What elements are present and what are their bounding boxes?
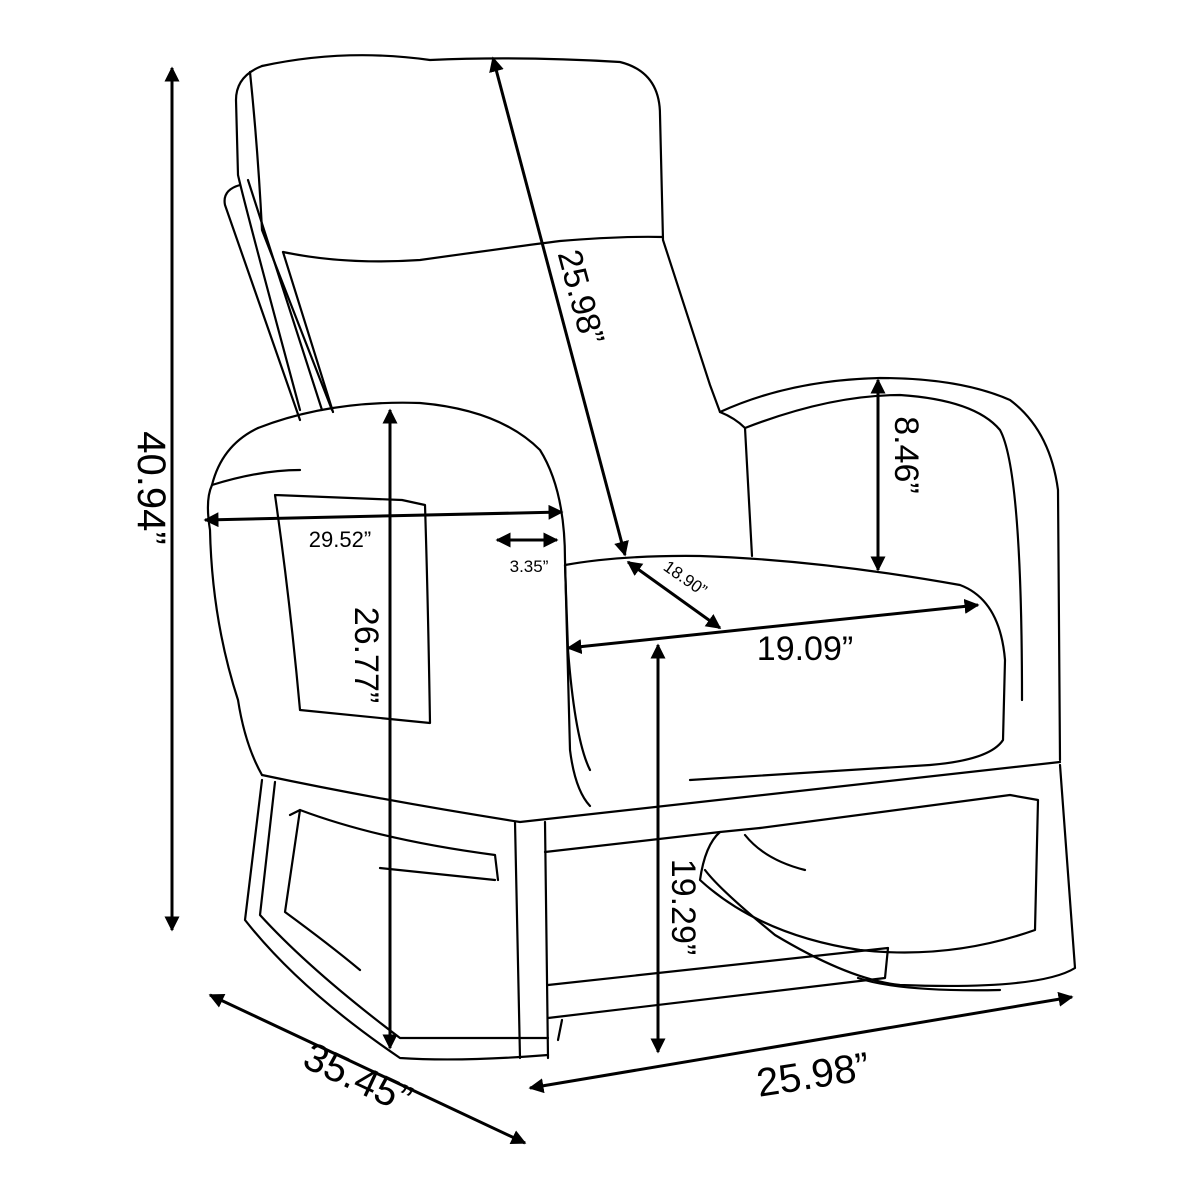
label-arm-floor-height: 26.77”: [347, 607, 385, 703]
label-seat-height: 19.29”: [664, 859, 702, 955]
dim-line-seat-width: [566, 598, 980, 655]
label-seat-depth: 18.90”: [660, 557, 711, 600]
label-backrest-height: 25.98”: [550, 246, 612, 349]
dim-line-backrest-height: [489, 56, 629, 557]
label-armrest-width: 3.35”: [510, 557, 549, 576]
dim-line-overall-depth: [208, 993, 527, 1145]
dimension-lines: [164, 56, 1074, 1145]
label-overall-width: 25.98”: [754, 1045, 873, 1106]
label-overall-height: 40.94”: [129, 431, 173, 544]
chair-outline: [206, 54, 1077, 1061]
label-seat-width: 19.09”: [757, 630, 853, 668]
dim-line-overall-width: [528, 991, 1074, 1094]
label-armrest-length: 29.52”: [309, 527, 371, 552]
label-overall-depth: 35.45”: [297, 1034, 418, 1122]
label-armrest-height: 8.46”: [887, 416, 925, 494]
dim-line-armrest-length: [203, 504, 564, 528]
dimension-labels: 40.94” 35.45” 25.98” 25.98” 8.46” 29.52”…: [129, 246, 925, 1122]
